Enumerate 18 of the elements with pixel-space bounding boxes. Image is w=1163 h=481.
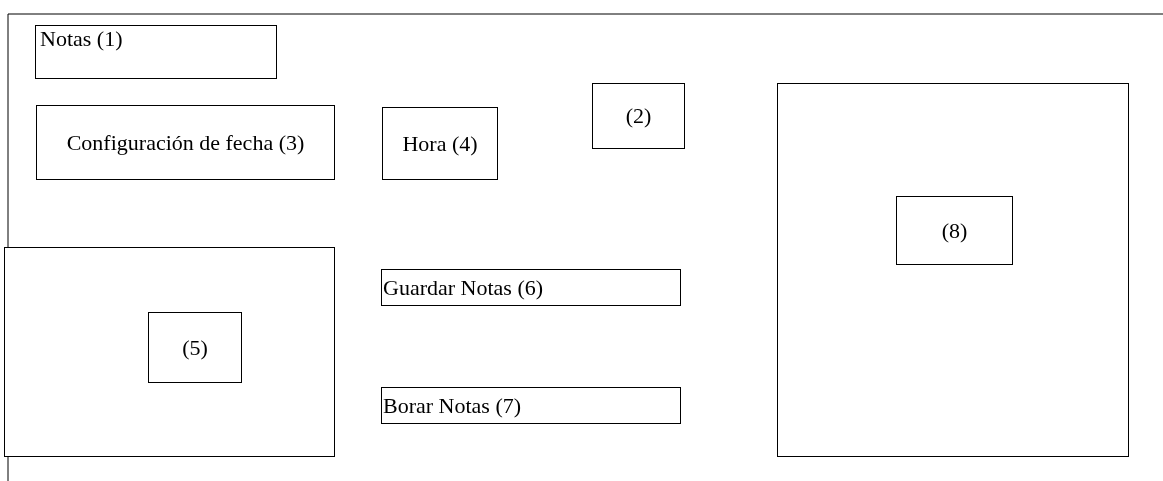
box-label: Hora (4) — [402, 130, 478, 157]
box-label: (2) — [625, 103, 652, 129]
panel-box — [4, 247, 335, 457]
label-box — [36, 105, 335, 180]
label-box — [382, 107, 498, 180]
box-label: (8) — [941, 217, 968, 244]
label-box — [896, 196, 1013, 265]
box-label: Guardar Notas (6) — [383, 274, 544, 301]
label-box — [35, 25, 277, 79]
label-box — [381, 269, 681, 306]
box-label: (5) — [182, 334, 208, 361]
label-box — [381, 387, 681, 424]
box-label: Borar Notas (7) — [383, 392, 522, 419]
label-box — [148, 312, 242, 383]
box-label: Configuración de fecha (3) — [66, 129, 305, 156]
panel-box — [777, 83, 1129, 457]
label-box — [592, 83, 685, 149]
box-label: Notas (1) — [40, 26, 123, 52]
